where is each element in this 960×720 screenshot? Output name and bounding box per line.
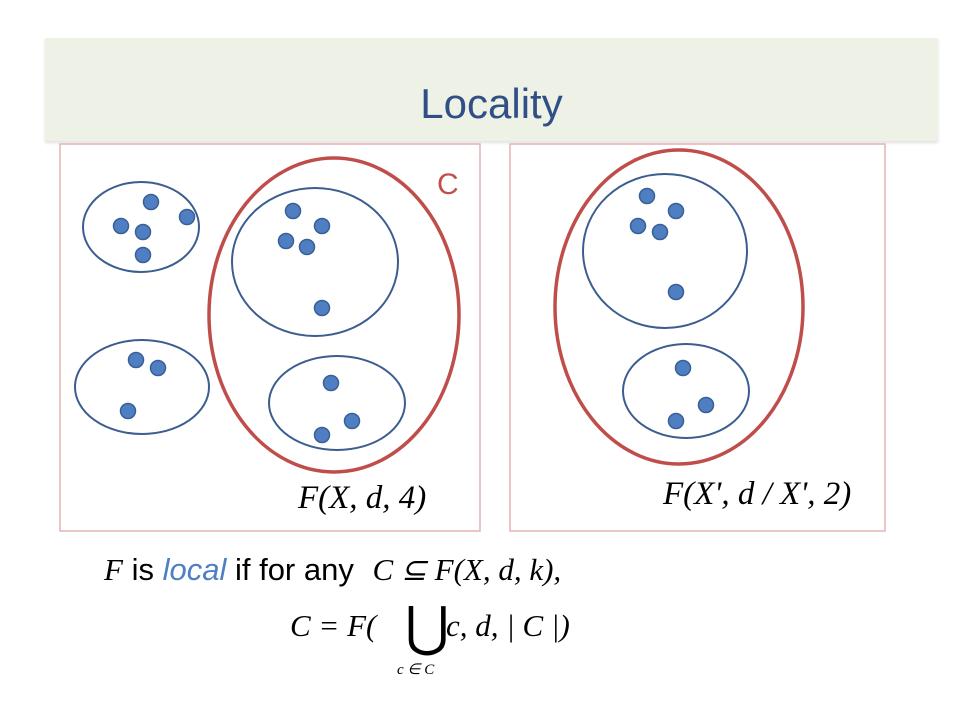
cluster-c-lower: [268, 355, 406, 451]
point: [112, 217, 130, 235]
point: [142, 193, 160, 211]
point: [322, 374, 340, 392]
point: [651, 223, 669, 241]
point: [284, 202, 302, 220]
point: [313, 299, 331, 317]
right-panel-label: F(X', d / X', 2): [662, 476, 851, 512]
is-text: is: [131, 552, 154, 587]
point: [667, 202, 685, 220]
point: [629, 217, 647, 235]
point: [277, 232, 295, 250]
point: [674, 359, 692, 377]
cluster-c-upper: [231, 187, 399, 337]
point: [178, 208, 196, 226]
point: [127, 351, 145, 369]
locality-statement: F is local if for any C ⊆ F(X, d, k),: [104, 552, 561, 588]
condition-text: if for any: [234, 552, 354, 587]
cluster-bottom-left: [74, 339, 210, 435]
union-symbol: ⋃: [405, 595, 450, 658]
subset-expression: C ⊆ F(X, d, k),: [372, 552, 562, 587]
right-panel: F(X', d / X', 2): [509, 143, 886, 532]
point: [697, 396, 715, 414]
point: [298, 238, 316, 256]
title-band: Locality: [45, 38, 938, 141]
point: [149, 359, 167, 377]
left-panel-label: F(X, d, 4): [297, 480, 426, 516]
set-outline-right: [553, 148, 805, 466]
equation-lhs: C = F(: [290, 608, 377, 643]
function-symbol: F: [104, 552, 123, 587]
local-word: local: [162, 552, 227, 587]
point: [134, 246, 152, 264]
left-panel: C F(X, d, 4): [59, 143, 481, 532]
cluster-right-upper: [582, 173, 748, 329]
point: [313, 426, 331, 444]
set-c-outline: [207, 156, 461, 474]
slide-title: Locality: [420, 79, 563, 127]
left-panel-frame: [59, 143, 481, 532]
point: [343, 412, 361, 430]
set-c-label: C: [437, 168, 459, 201]
point: [667, 412, 685, 430]
point: [667, 283, 685, 301]
point: [119, 402, 137, 420]
right-panel-frame: [509, 143, 886, 532]
point: [638, 187, 656, 205]
equation-rhs: c, d, | C |): [446, 608, 570, 643]
point: [313, 217, 331, 235]
union-subscript: c ∈ C: [397, 662, 435, 678]
cluster-right-lower: [622, 343, 750, 439]
point: [134, 223, 152, 241]
